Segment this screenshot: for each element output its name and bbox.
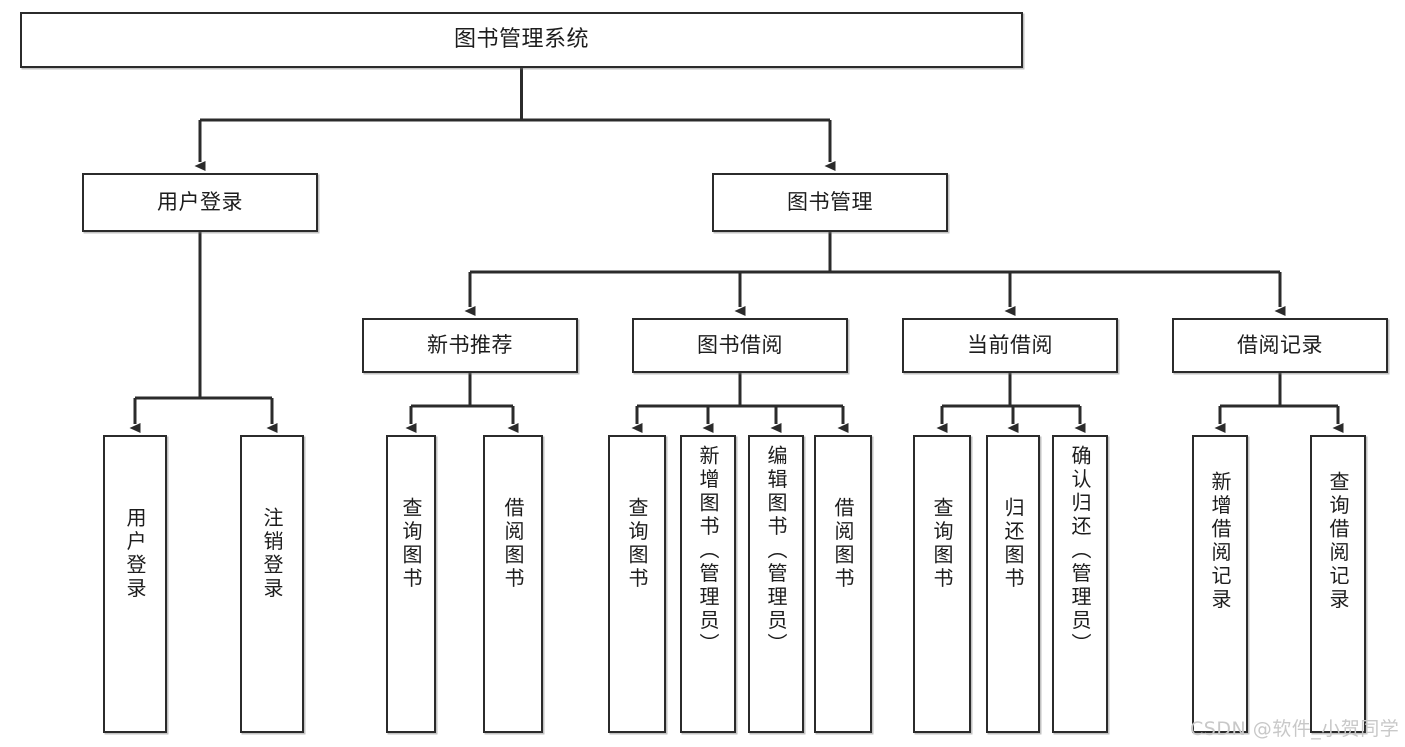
node-label-borrow: 图书借阅 (697, 333, 783, 358)
node-newbook[interactable]: 新书推荐 (362, 318, 578, 373)
node-leaf-borrow-book-1[interactable]: 借阅图书 (483, 435, 543, 733)
node-records[interactable]: 借阅记录 (1172, 318, 1388, 373)
node-label-root: 图书管理系统 (453, 27, 589, 53)
node-bookmgmt[interactable]: 图书管理 (712, 173, 948, 232)
node-label-leaf-add-record: 新增借阅记录 (1208, 471, 1232, 612)
node-leaf-user-login[interactable]: 用户登录 (103, 435, 167, 733)
node-label-leaf-edit-book: 编辑图书（管理员） (764, 445, 788, 657)
node-label-current: 当前借阅 (967, 333, 1053, 358)
node-label-records: 借阅记录 (1237, 333, 1323, 358)
node-label-leaf-add-book: 新增图书（管理员） (696, 445, 720, 657)
node-label-leaf-return-book: 归还图书 (1001, 497, 1025, 591)
node-leaf-query-record[interactable]: 查询借阅记录 (1310, 435, 1366, 733)
node-current[interactable]: 当前借阅 (902, 318, 1118, 373)
node-label-leaf-borrow-book-1: 借阅图书 (501, 497, 525, 591)
node-login[interactable]: 用户登录 (82, 173, 318, 232)
node-label-newbook: 新书推荐 (427, 333, 513, 358)
node-label-leaf-user-login: 用户登录 (123, 507, 147, 601)
node-leaf-query-book-2[interactable]: 查询图书 (608, 435, 666, 733)
node-leaf-add-book[interactable]: 新增图书（管理员） (680, 435, 736, 733)
node-label-leaf-user-logout: 注销登录 (260, 507, 284, 601)
node-leaf-confirm-return[interactable]: 确认归还（管理员） (1052, 435, 1108, 733)
node-label-leaf-query-record: 查询借阅记录 (1326, 471, 1350, 612)
node-label-leaf-confirm-return: 确认归还（管理员） (1068, 445, 1092, 657)
node-label-leaf-borrow-book-2: 借阅图书 (831, 497, 855, 591)
node-leaf-return-book[interactable]: 归还图书 (986, 435, 1040, 733)
node-leaf-user-logout[interactable]: 注销登录 (240, 435, 304, 733)
node-leaf-query-book-1[interactable]: 查询图书 (386, 435, 436, 733)
node-label-bookmgmt: 图书管理 (787, 190, 873, 215)
node-label-leaf-query-book-3: 查询图书 (930, 497, 954, 591)
node-leaf-edit-book[interactable]: 编辑图书（管理员） (748, 435, 804, 733)
node-borrow[interactable]: 图书借阅 (632, 318, 848, 373)
node-label-leaf-query-book-1: 查询图书 (399, 497, 423, 591)
node-leaf-borrow-book-2[interactable]: 借阅图书 (814, 435, 872, 733)
node-label-leaf-query-book-2: 查询图书 (625, 497, 649, 591)
node-leaf-query-book-3[interactable]: 查询图书 (913, 435, 971, 733)
node-leaf-add-record[interactable]: 新增借阅记录 (1192, 435, 1248, 733)
node-label-login: 用户登录 (157, 190, 243, 215)
node-root[interactable]: 图书管理系统 (20, 12, 1023, 68)
